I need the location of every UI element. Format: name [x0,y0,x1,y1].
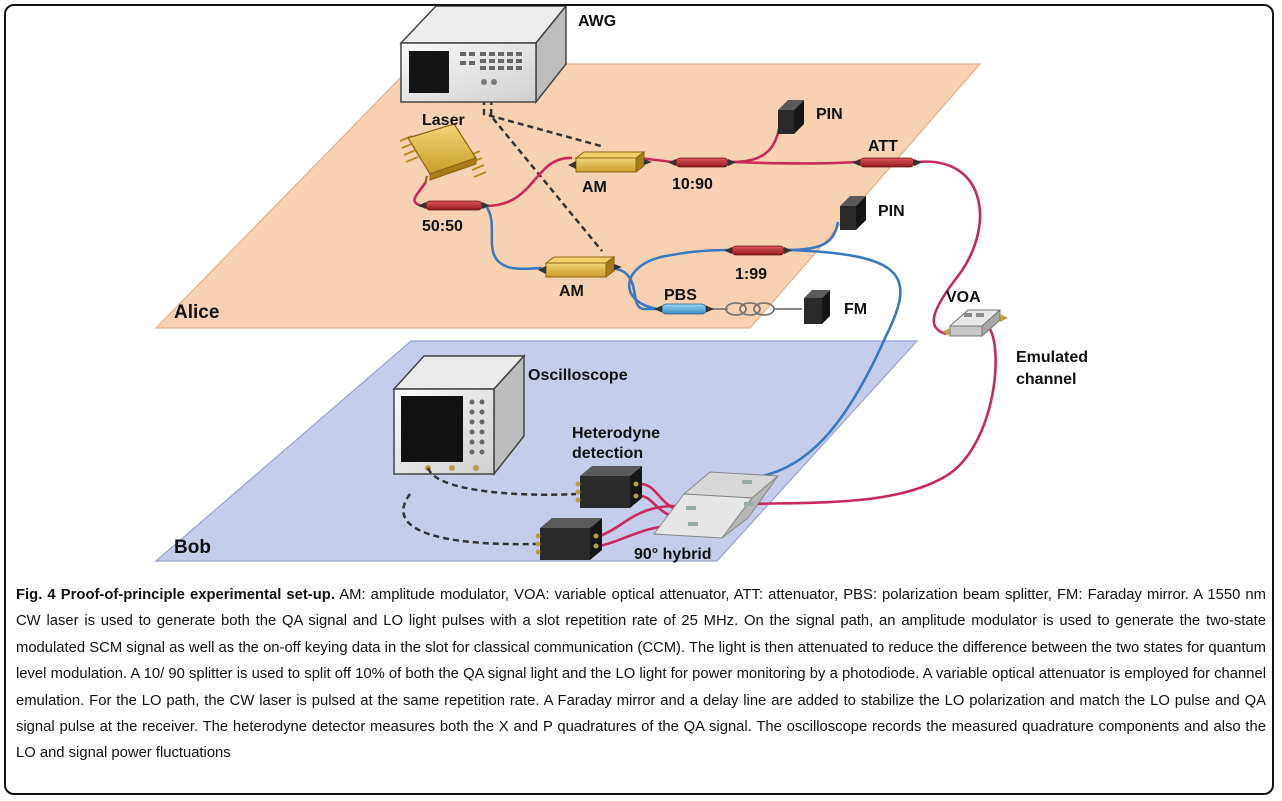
setup-diagram: AWG Laser PIN PIN AM [154,6,1088,563]
am-bottom-label: AM [559,283,584,300]
fiber-50-50-to-am-top [485,156,573,208]
pin-mid-label: PIN [878,203,905,220]
fiber-laser-to-50-50 [413,181,428,208]
heterodyne-detector-top [575,466,642,508]
fiber-am-top-to-10-90 [639,156,673,164]
splitter-50-50-label: 50:50 [422,218,463,235]
att-label: ATT [868,138,898,155]
pbs-label: PBS [664,287,697,304]
fiber-1-99-to-hybrid [749,248,902,480]
pbs-device [654,303,714,315]
alice-label: Alice [174,302,219,323]
heterodyne-detector-bottom [535,518,602,560]
fm-device [804,290,830,324]
emulated-channel-label-2: channel [1016,371,1076,388]
hybrid-device [653,471,780,539]
splitter-10-90 [668,157,736,168]
voa-label: VOA [946,289,981,306]
heterodyne-label-1: Heterodyne [572,425,660,442]
oscilloscope-label: Oscilloscope [528,367,628,384]
pin-mid-device [840,196,866,230]
fiber-pbs-loop-to-1-99 [628,248,729,311]
caption-body: AM: amplitude modulator, VOA: variable o… [16,587,1266,762]
bob-label: Bob [174,537,211,558]
voa-device [942,308,1008,338]
am-top-device [568,151,652,173]
fiber-voa-to-hybrid [747,323,997,506]
emulated-channel-label-1: Emulated [1016,349,1088,366]
laser-label: Laser [422,112,465,129]
am-bottom-device [538,256,622,278]
hybrid-label: 90° hybrid [634,546,712,563]
delay-line-coil [706,302,802,316]
laser-device [399,123,487,185]
figure-caption: Fig. 4 Proof-of-principle experimental s… [16,582,1266,767]
heterodyne-label-2: detection [572,445,643,462]
awg-device [399,6,567,105]
fiber-50-50-to-am-bottom [484,205,543,271]
pin-top-label: PIN [816,106,843,123]
caption-title: Fig. 4 Proof-of-principle experimental s… [16,587,335,603]
fiber-detector-bottom-a [599,504,683,538]
osc-to-detector-bottom-cable [402,493,537,546]
fiber-am-bottom-to-pbs [609,266,658,311]
awg-label: AWG [578,13,616,30]
att-device [852,157,922,168]
fm-label: FM [844,301,867,318]
oscilloscope-device [392,354,526,477]
fiber-10-90-to-att [731,160,857,165]
alice-plane [154,63,982,329]
fiber-att-to-voa [917,160,982,336]
splitter-10-90-label: 10:90 [672,176,713,193]
splitter-50-50 [418,200,490,211]
osc-to-detector-top-cable [426,467,577,496]
splitter-1-99 [724,245,792,256]
am-top-label: AM [582,179,607,196]
pin-top-device [778,100,804,134]
figure-frame: AWG Laser PIN PIN AM [4,4,1274,795]
splitter-1-99-label: 1:99 [735,266,767,283]
